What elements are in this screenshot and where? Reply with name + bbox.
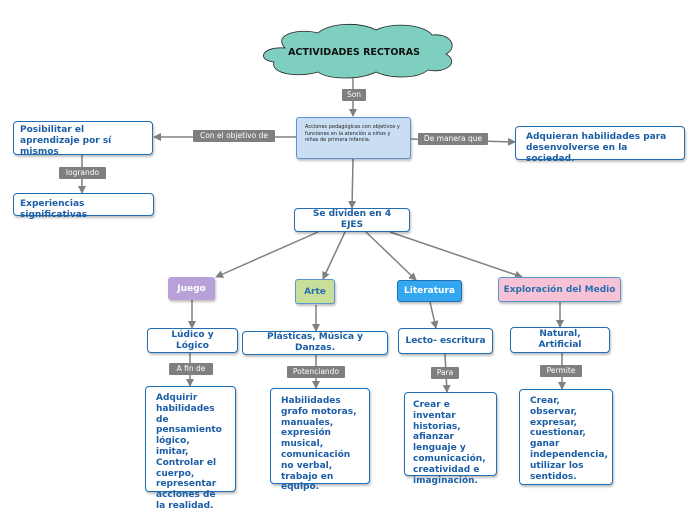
experiencias-node: Experiencias significativas	[13, 193, 154, 220]
link-label-para: Para	[431, 367, 459, 379]
juego-sub: Lúdico y Lógico	[147, 328, 238, 353]
title-cloud	[263, 23, 453, 79]
axis-exploracion: Exploración del Medio	[498, 277, 621, 302]
link-label-logrando: logrando	[59, 167, 106, 179]
literatura-sub: Lecto- escritura	[398, 328, 493, 354]
adquieran-node: Adquieran habilidades para desenvolverse…	[515, 126, 685, 164]
juego-detail: Adquirir habilidades de pensamiento lógi…	[145, 386, 236, 511]
arte-detail: Habilidades grafo motoras, manuales, exp…	[270, 388, 370, 492]
link-label-objetivo: Con el objetivo de	[193, 130, 275, 142]
link-label-manera: De manera que	[418, 133, 488, 145]
exploracion-detail: Crear, observar, expresar, cuestionar, g…	[519, 389, 613, 485]
link-label-a-fin-de: A fin de	[169, 363, 213, 375]
ejes-node: Se dividen en 4 EJES	[294, 208, 410, 232]
definition-node: Acciones pedagógicas con objetivos y fun…	[296, 117, 411, 159]
arte-sub: Plásticas, Música y Danzas.	[242, 331, 388, 355]
diagram-title: ACTIVIDADES RECTORAS	[288, 46, 420, 58]
axis-literatura: Literatura	[397, 280, 462, 302]
axis-juego: Juego	[168, 277, 215, 300]
link-label-son: Son	[342, 89, 366, 101]
literatura-detail: Crear e inventar historias, afianzar len…	[404, 392, 497, 486]
link-label-potenciando: Potenciando	[287, 366, 345, 378]
exploracion-sub: Natural, Artificial	[510, 327, 610, 353]
link-label-permite: Permite	[540, 365, 582, 377]
posibilitar-node: Posibilitar el aprendizaje por sí mismos	[13, 121, 153, 157]
axis-arte: Arte	[295, 279, 335, 304]
